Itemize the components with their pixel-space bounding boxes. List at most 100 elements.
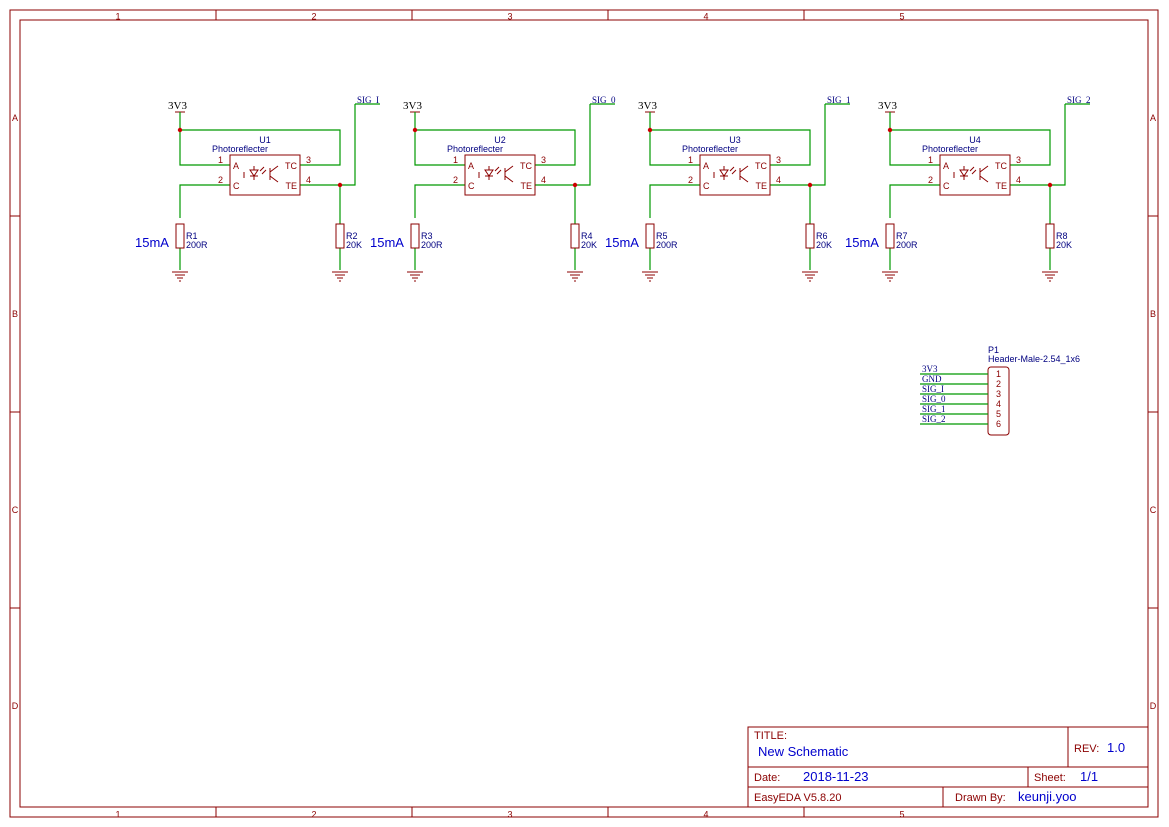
header-pin-number: 6 bbox=[996, 419, 1001, 429]
led-current: 15mA bbox=[605, 235, 639, 250]
header-net-label: 3V3 bbox=[922, 364, 938, 374]
zone-col-label: 5 bbox=[899, 810, 904, 820]
power-label: 3V3 bbox=[638, 100, 657, 112]
net-label: SIG_0 bbox=[592, 95, 616, 105]
zone-row-label: D bbox=[12, 701, 19, 711]
pin-number: 3 bbox=[776, 155, 781, 165]
pin-name-tc: TC bbox=[285, 161, 297, 171]
pin-number: 1 bbox=[688, 155, 693, 165]
wire bbox=[889, 184, 940, 218]
wire bbox=[1010, 184, 1051, 224]
photoreflector-body bbox=[229, 154, 301, 196]
led-resistor-value: 200R bbox=[186, 240, 208, 250]
pin-name-c: C bbox=[943, 181, 950, 191]
component-part: Photoreflecter bbox=[447, 144, 503, 154]
drawn-by-label: Drawn By: bbox=[955, 792, 1006, 804]
zone-col-label: 5 bbox=[899, 12, 904, 22]
pin-name-tc: TC bbox=[520, 161, 532, 171]
pin-number: 4 bbox=[541, 175, 546, 185]
led-resistor-ref: R7 bbox=[896, 231, 908, 241]
led-icon bbox=[249, 166, 259, 180]
wire bbox=[300, 184, 341, 224]
led-icon bbox=[719, 166, 729, 180]
wire bbox=[179, 184, 230, 218]
drawn-by-value: keunji.yoo bbox=[1018, 789, 1077, 804]
header-net-label: SIG_0 bbox=[922, 394, 946, 404]
wire bbox=[414, 184, 465, 218]
pin-name-a: A bbox=[468, 161, 474, 171]
pullup-resistor-ref: R6 bbox=[816, 231, 828, 241]
ground-icon bbox=[332, 271, 348, 282]
zone-col-label: 3 bbox=[507, 12, 512, 22]
pin-name-c: C bbox=[468, 181, 475, 191]
rev-label: REV: bbox=[1074, 743, 1099, 755]
component-ref: U4 bbox=[969, 135, 981, 145]
component-ref: U1 bbox=[259, 135, 271, 145]
tool-version: EasyEDA V5.8.20 bbox=[754, 792, 841, 804]
pin-number: 2 bbox=[218, 175, 223, 185]
junction-dot bbox=[412, 127, 418, 133]
zone-col-label: 3 bbox=[507, 810, 512, 820]
date-label: Date: bbox=[754, 772, 780, 784]
net-label: SIG_1 bbox=[827, 95, 851, 105]
header-net-label: SIG_1 bbox=[922, 404, 946, 414]
pin-number: 1 bbox=[218, 155, 223, 165]
zone-row-label: D bbox=[1150, 701, 1157, 711]
zone-row-label: A bbox=[12, 113, 18, 123]
zone-col-label: 1 bbox=[115, 810, 120, 820]
light-rays-icon bbox=[969, 166, 977, 175]
zone-row-label: A bbox=[1150, 113, 1156, 123]
pullup-resistor-ref: R8 bbox=[1056, 231, 1068, 241]
pullup-resistor-value: 20K bbox=[816, 240, 832, 250]
phototransistor-icon bbox=[953, 165, 989, 183]
ground-icon bbox=[567, 271, 583, 282]
pullup-resistor bbox=[570, 223, 580, 249]
pin-number: 3 bbox=[1016, 155, 1021, 165]
pullup-resistor bbox=[805, 223, 815, 249]
zone-row-label: B bbox=[12, 309, 18, 319]
led-resistor bbox=[885, 223, 895, 249]
led-resistor-ref: R3 bbox=[421, 231, 433, 241]
component-part: Photoreflecter bbox=[212, 144, 268, 154]
photoreflector-body bbox=[699, 154, 771, 196]
led-icon bbox=[484, 166, 494, 180]
pullup-resistor-value: 20K bbox=[346, 240, 362, 250]
pin-name-a: A bbox=[943, 161, 949, 171]
pin-number: 2 bbox=[688, 175, 693, 185]
photoreflector-body bbox=[464, 154, 536, 196]
ground-icon bbox=[802, 271, 818, 282]
pin-name-te: TE bbox=[285, 181, 297, 191]
light-rays-icon bbox=[494, 166, 502, 175]
led-resistor bbox=[410, 223, 420, 249]
ground-icon bbox=[642, 271, 658, 282]
wire bbox=[810, 104, 826, 186]
led-resistor-value: 200R bbox=[656, 240, 678, 250]
wire bbox=[180, 129, 341, 166]
pin-number: 3 bbox=[541, 155, 546, 165]
wire bbox=[575, 104, 591, 186]
component-ref: U2 bbox=[494, 135, 506, 145]
led-icon bbox=[959, 166, 969, 180]
title-label: TITLE: bbox=[754, 730, 787, 742]
pin-name-tc: TC bbox=[755, 161, 767, 171]
ground-icon bbox=[882, 271, 898, 282]
rev-value: 1.0 bbox=[1107, 740, 1125, 755]
pullup-resistor-value: 20K bbox=[1056, 240, 1072, 250]
pin-number: 1 bbox=[453, 155, 458, 165]
power-label: 3V3 bbox=[403, 100, 422, 112]
component-part: Photoreflecter bbox=[922, 144, 978, 154]
net-label: SIG_2 bbox=[1067, 95, 1091, 105]
power-label: 3V3 bbox=[168, 100, 187, 112]
photoreflector-body bbox=[939, 154, 1011, 196]
wire bbox=[415, 129, 576, 166]
power-label: 3V3 bbox=[878, 100, 897, 112]
header-net-label: SIG_2 bbox=[922, 414, 946, 424]
component-part: Photoreflecter bbox=[682, 144, 738, 154]
pullup-resistor-ref: R4 bbox=[581, 231, 593, 241]
zone-row-label: C bbox=[1150, 505, 1157, 515]
pin-name-c: C bbox=[233, 181, 240, 191]
